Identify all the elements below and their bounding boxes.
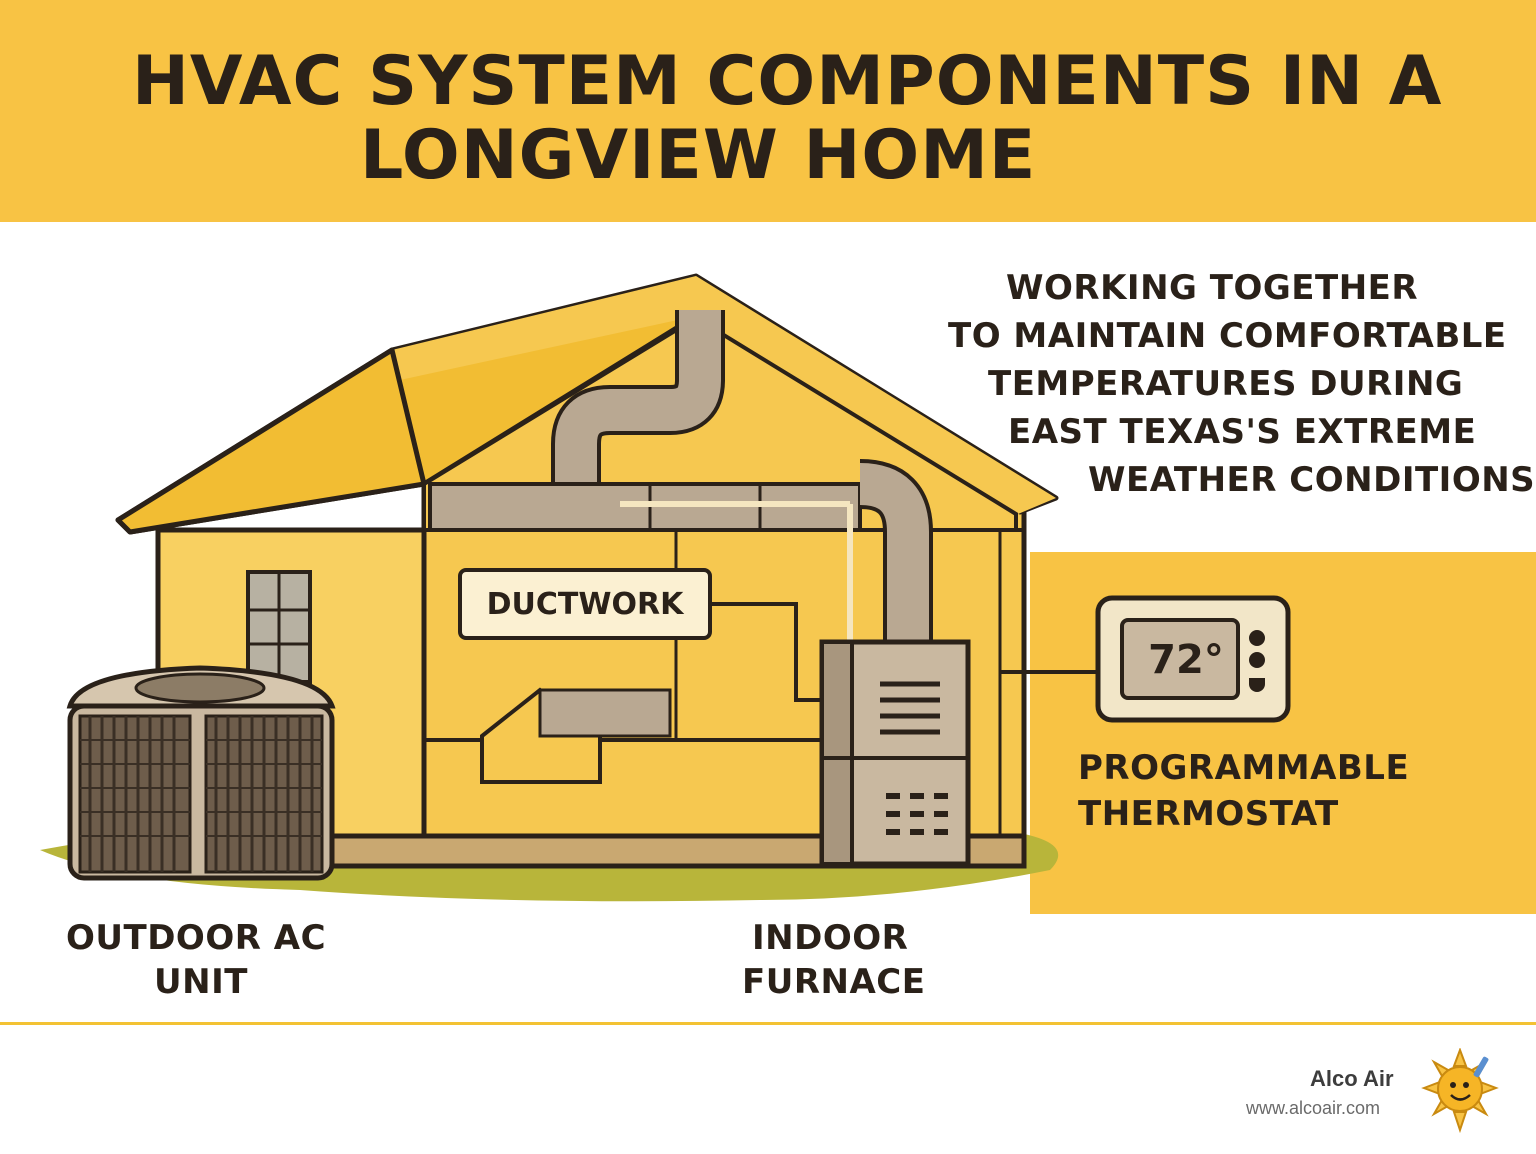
tagline-line3: TEMPERATURES DURING (988, 364, 1464, 404)
outdoor-ac-label-line2: UNIT (154, 962, 248, 1002)
thermostat-label-line2: THERMOSTAT (1078, 794, 1339, 834)
house-illustration (40, 273, 1536, 914)
ductwork-label: DUCTWORK (458, 568, 712, 640)
thermostat-label-line1: PROGRAMMABLE (1078, 748, 1410, 788)
indoor-furnace-label-line2: FURNACE (742, 962, 926, 1002)
brand-url[interactable]: www.alcoair.com (1246, 1098, 1381, 1118)
indoor-furnace-label-line1: INDOOR (752, 918, 909, 958)
ductwork-icon (428, 310, 933, 650)
sun-mascot-logo (1421, 1048, 1499, 1134)
header-banner: HVAC SYSTEM COMPONENTS IN A LONGVIEW HOM… (0, 0, 1536, 222)
thermostat-reading: 72° (1148, 637, 1224, 683)
tagline-line4: EAST TEXAS'S EXTREME (1008, 412, 1477, 452)
page-title-line1: HVAC SYSTEM COMPONENTS IN A (132, 42, 1443, 121)
furnace-icon (819, 639, 971, 867)
thermostat-icon (1095, 595, 1291, 723)
footer-divider (0, 1022, 1536, 1025)
page-title-line2: LONGVIEW HOME (360, 116, 1037, 195)
outdoor-ac-unit-icon (66, 665, 336, 881)
tagline-line2: TO MAINTAIN COMFORTABLE (948, 316, 1507, 356)
brand-name: Alco Air (1310, 1066, 1394, 1091)
outdoor-ac-label-line1: OUTDOOR AC (66, 918, 327, 958)
tagline-line1: WORKING TOGETHER (1006, 268, 1419, 308)
tagline-line5: WEATHER CONDITIONS (1088, 460, 1536, 500)
